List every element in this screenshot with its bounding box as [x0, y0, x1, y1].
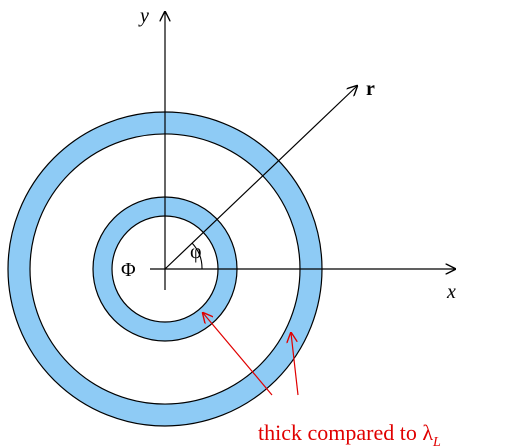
r-vector-label: r	[366, 78, 375, 100]
angle-arc	[191, 242, 203, 270]
r-vector	[164, 86, 357, 270]
phi-capital-label: Φ	[121, 259, 136, 281]
annotation-arrow-inner	[203, 313, 273, 396]
x-axis-label: x	[446, 281, 456, 303]
annotation-main: thick compared to λ	[258, 420, 433, 445]
annotation-text: thick compared to λL	[258, 420, 441, 448]
angle-label: φ	[190, 241, 202, 263]
y-axis-label: y	[138, 5, 149, 27]
annotation-subscript: L	[432, 435, 441, 448]
annotation-arrow-outer	[291, 333, 299, 396]
